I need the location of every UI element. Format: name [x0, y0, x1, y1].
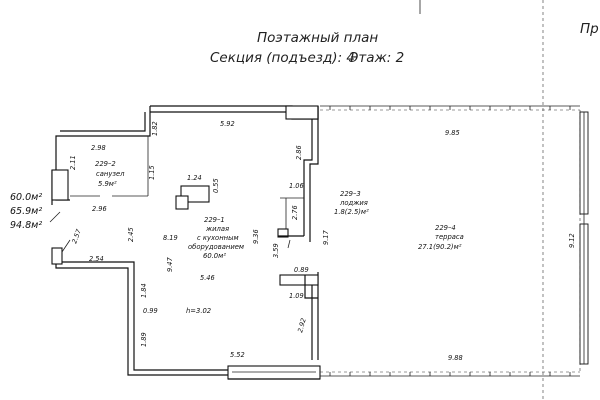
dim-9-47: 9.47: [166, 257, 174, 272]
dim-0-55: 0.55: [212, 178, 220, 193]
dim-5-92: 5.92: [220, 120, 235, 128]
dim-1-89: 1.89: [140, 332, 148, 347]
room-229-1-area: 60.0м²: [203, 252, 226, 260]
dim-5-52: 5.52: [230, 351, 245, 359]
dimension-labels: 5.92 1.82 9.85 2.98 2.11 1.15 1.24 0.55 …: [69, 120, 576, 362]
room-229-2-name: санузел: [96, 170, 125, 178]
room-229-1-label: 229–1 жилая с кухонным оборудованием 60.…: [186, 216, 244, 315]
room-229-1-name-2: с кухонным: [197, 234, 239, 242]
bathroom-window: [51, 169, 69, 201]
area-total: 65.9м²: [10, 206, 42, 217]
dim-9-85: 9.85: [445, 129, 460, 137]
dim-2-96: 2.96: [92, 205, 107, 213]
terrace-outline: [320, 105, 589, 377]
floor-label: Этаж: 2: [348, 50, 404, 66]
dimension-lines: [49, 211, 291, 253]
dim-2-76: 2.76: [291, 205, 299, 220]
room-229-2-number: 229–2: [95, 160, 116, 168]
room-229-1-name-3: оборудованием: [188, 243, 244, 251]
dim-9-36: 9.36: [252, 229, 260, 244]
dim-9-12: 9.12: [568, 233, 576, 248]
dim-3-59: 3.59: [272, 243, 280, 258]
dim-0-89: 0.89: [294, 266, 309, 274]
dim-2-54: 2.54: [89, 255, 104, 263]
room-229-1-name: жилая: [205, 225, 229, 233]
dim-2-86: 2.86: [295, 145, 303, 160]
room-229-2-label: 229–2 санузел 5.9м²: [95, 160, 125, 188]
dim-1-82: 1.82: [151, 121, 159, 136]
room-229-1-number: 229–1: [204, 216, 225, 224]
bottom-window: [227, 365, 321, 380]
dim-1-24: 1.24: [187, 174, 202, 182]
dim-0-99: 0.99: [143, 307, 158, 315]
apartment-walls: [51, 105, 321, 380]
room-229-3-label: 229–3 лоджия 1.8(2.5)м²: [334, 190, 369, 216]
section-label: Секция (подъезд): 4: [210, 50, 355, 66]
room-229-4-name: терраса: [435, 233, 464, 241]
room-229-1-height: h=3.02: [186, 307, 211, 315]
dim-1-06: 1.06: [289, 182, 304, 190]
room-229-3-number: 229–3: [340, 190, 361, 198]
dim-9-88: 9.88: [448, 354, 463, 362]
room-229-4-label: 229–4 терраса 27.1(90.2)м²: [418, 224, 464, 251]
plan-title: Поэтажный план: [257, 30, 378, 46]
dim-5-46: 5.46: [200, 274, 215, 282]
dim-1-84: 1.84: [140, 283, 148, 298]
room-229-4-number: 229–4: [435, 224, 456, 232]
room-229-4-area: 27.1(90.2)м²: [418, 243, 462, 251]
room-229-3-name: лоджия: [339, 199, 368, 207]
dim-2-11: 2.11: [69, 155, 77, 170]
dim-2-98: 2.98: [91, 144, 106, 152]
area-total-terrace: 94.8м²: [10, 220, 42, 231]
corner-label: Пр: [580, 21, 599, 37]
area-living: 60.0м²: [10, 192, 42, 203]
dim-1-15: 1.15: [148, 165, 156, 180]
dim-9-17: 9.17: [322, 230, 330, 245]
dim-2-57: 2.57: [70, 227, 83, 244]
room-229-2-area: 5.9м²: [98, 180, 117, 188]
dim-2-45: 2.45: [127, 227, 135, 242]
dim-1-09: 1.09: [289, 292, 304, 300]
dim-8-19: 8.19: [163, 234, 178, 242]
room-229-3-area: 1.8(2.5)м²: [334, 208, 369, 216]
dim-2-92: 2.92: [296, 317, 308, 333]
